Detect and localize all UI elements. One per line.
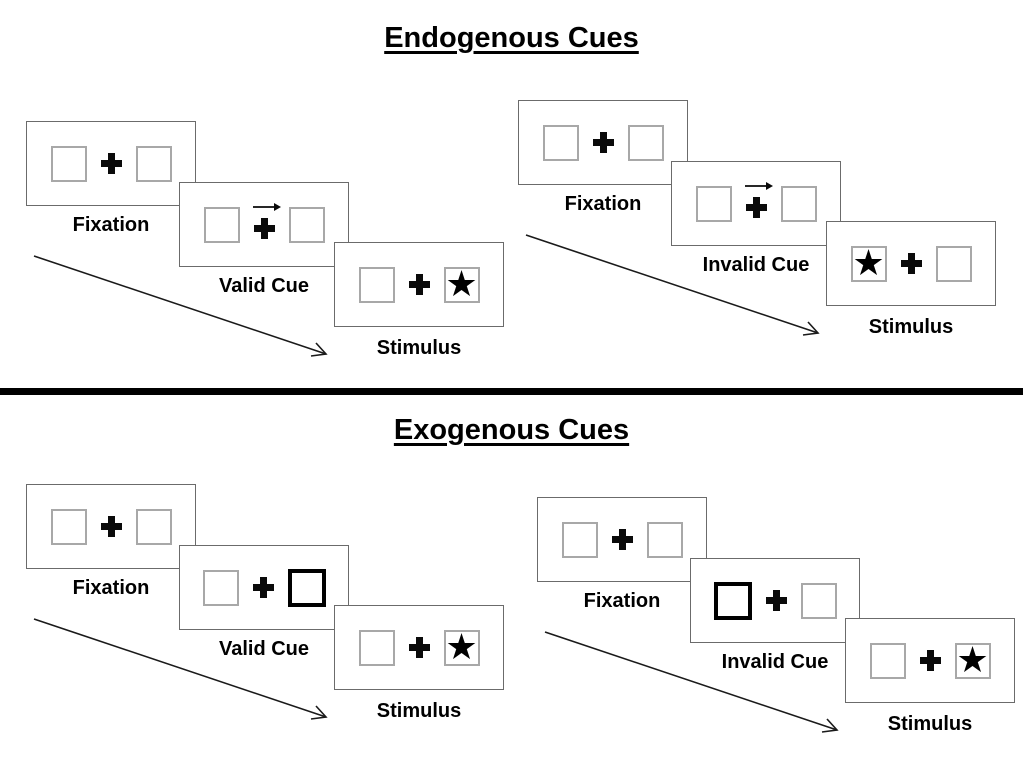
- sequence-arrow: [525, 234, 820, 336]
- fixation-cross-with-cue: [744, 182, 773, 218]
- star-icon: ★: [445, 625, 478, 667]
- stimulus-card: ★: [334, 605, 504, 690]
- card-label: Valid Cue: [218, 638, 310, 660]
- placeholder-box-right: [800, 582, 837, 619]
- placeholder-box-right: [627, 124, 664, 161]
- placeholder-box-left: [561, 521, 598, 558]
- placeholder-box-left: [695, 185, 732, 222]
- fixation-card: [518, 100, 688, 185]
- placeholder-box-right: [935, 245, 972, 282]
- card-label: Invalid Cue: [702, 254, 810, 276]
- fixation-cross-icon: [408, 637, 430, 658]
- placeholder-box-left: [358, 266, 395, 303]
- target-box-right: ★: [443, 625, 480, 667]
- star-icon: ★: [956, 638, 989, 680]
- target-box-right: ★: [954, 638, 991, 680]
- section-divider: [0, 388, 1023, 395]
- panel-exogenous-invalid: Fixation Invalid Cue ★ Stimulus: [537, 497, 1023, 767]
- fixation-cross-icon: [408, 274, 430, 295]
- placeholder-box-right: [135, 145, 172, 182]
- sequence-arrow: [33, 618, 328, 720]
- fixation-card: [26, 121, 196, 206]
- stimulus-card: ★: [845, 618, 1015, 703]
- placeholder-box-left: [203, 206, 240, 243]
- stimulus-card: ★: [826, 221, 996, 306]
- placeholder-box-left: [50, 508, 87, 545]
- exogenous-section-title: Exogenous Cues: [393, 414, 630, 446]
- fixation-cross-icon: [592, 132, 614, 153]
- fixation-card: [26, 484, 196, 569]
- stimulus-card: ★: [334, 242, 504, 327]
- card-label: Valid Cue: [218, 275, 310, 297]
- placeholder-box-left: [50, 145, 87, 182]
- fixation-cross-icon: [765, 590, 787, 611]
- endogenous-section-title: Endogenous Cues: [384, 22, 639, 54]
- card-label: Invalid Cue: [721, 651, 829, 673]
- placeholder-box-left: [202, 569, 239, 606]
- cue-card: [671, 161, 841, 246]
- cue-card: [179, 182, 349, 267]
- card-label: Fixation: [72, 214, 150, 236]
- sequence-arrow: [544, 631, 839, 733]
- fixation-cross-with-cue: [252, 203, 281, 239]
- cue-card: [179, 545, 349, 630]
- card-label: Stimulus: [887, 713, 973, 735]
- panel-exogenous-valid: Fixation Valid Cue ★ Stimulus: [26, 484, 536, 767]
- star-icon: ★: [445, 262, 478, 304]
- target-box-left: ★: [850, 241, 887, 283]
- placeholder-box-left: [869, 642, 906, 679]
- target-box-right: ★: [443, 262, 480, 304]
- card-label: Stimulus: [376, 337, 462, 359]
- card-label: Stimulus: [868, 316, 954, 338]
- placeholder-box-right: [646, 521, 683, 558]
- cue-arrow-right-icon: [252, 203, 281, 211]
- cue-card: [690, 558, 860, 643]
- cue-box-left: [713, 581, 752, 620]
- sequence-arrow: [33, 255, 328, 357]
- placeholder-box-right: [135, 508, 172, 545]
- placeholder-box-right: [780, 185, 817, 222]
- fixation-cross-icon: [252, 577, 274, 598]
- fixation-card: [537, 497, 707, 582]
- card-label: Fixation: [583, 590, 661, 612]
- fixation-cross-icon: [100, 516, 122, 537]
- card-label: Fixation: [72, 577, 150, 599]
- fixation-cross-icon: [100, 153, 122, 174]
- cue-box-right: [287, 568, 326, 607]
- placeholder-box-left: [358, 629, 395, 666]
- card-label: Stimulus: [376, 700, 462, 722]
- panel-endogenous-invalid: Fixation Invalid Cue ★ Stimulus: [518, 100, 1023, 390]
- card-label: Fixation: [564, 193, 642, 215]
- fixation-cross-icon: [919, 650, 941, 671]
- panel-endogenous-valid: Fixation Valid Cue ★ Stimulus: [26, 121, 536, 411]
- placeholder-box-right: [288, 206, 325, 243]
- fixation-cross-icon: [611, 529, 633, 550]
- placeholder-box-left: [542, 124, 579, 161]
- cue-arrow-right-icon: [744, 182, 773, 190]
- star-icon: ★: [852, 241, 885, 283]
- fixation-cross-icon: [900, 253, 922, 274]
